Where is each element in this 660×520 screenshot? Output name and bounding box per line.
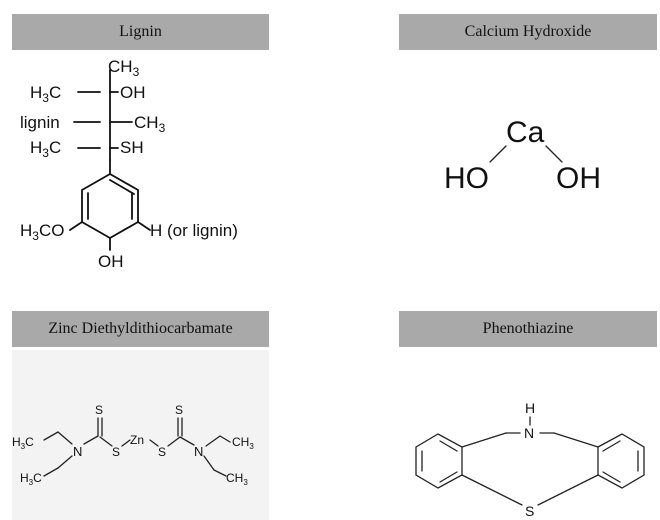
lignin-oh-bottom: OH [98,252,124,271]
zinc-background [12,350,269,520]
zinc-s-left: S [112,445,120,459]
phenothiazine-s: S [525,503,534,519]
zinc-s-right: S [158,445,166,459]
zinc-n-left: N [73,444,82,459]
phenothiazine-h: H [525,400,535,416]
phenothiazine-header: Phenothiazine [399,311,657,347]
zinc-h3c-bottom: H3C [20,471,42,487]
lignin-h3c-oh: H3C [30,83,61,105]
zinc-zn: Zn [130,433,144,447]
lignin-structure: CH3 H3C OH lignin CH3 H3C SH H3CO H (or … [20,57,238,271]
zinc-s-top-left: S [95,403,103,417]
oh-group: OH [556,162,601,195]
phenothiazine-n: N [524,425,534,441]
lignin-h3c-sh: H3C [30,138,61,160]
phenothiazine-structure: H N S [415,400,645,519]
lignin-header: Lignin [12,14,269,50]
calcium-hydroxide-structure: Ca HO OH [444,116,601,195]
zinc-ch3-bottom: CH3 [226,471,248,487]
lignin-oh-top: OH [120,83,146,102]
zinc-structure: H3C H3C N S S Zn S S N CH3 CH3 [12,403,254,487]
lignin-ch3-top: CH3 [108,57,140,79]
lignin-label: lignin [20,113,60,132]
zinc-h3c-top: H3C [12,435,34,451]
zinc-ch3-top: CH3 [232,435,254,451]
lignin-h-or-lignin: H (or lignin) [150,221,238,240]
zinc-header: Zinc Diethyldithiocarbamate [12,311,269,347]
calcium-hydroxide-header: Calcium Hydroxide [399,14,657,50]
lignin-h3co: H3CO [20,221,64,243]
lignin-sh: SH [120,138,144,157]
ho-group: HO [444,162,489,195]
zinc-s-top-right: S [175,403,183,417]
ca-atom: Ca [506,116,545,149]
zinc-n-right: N [194,444,203,459]
lignin-ch3-mid: CH3 [134,113,166,135]
